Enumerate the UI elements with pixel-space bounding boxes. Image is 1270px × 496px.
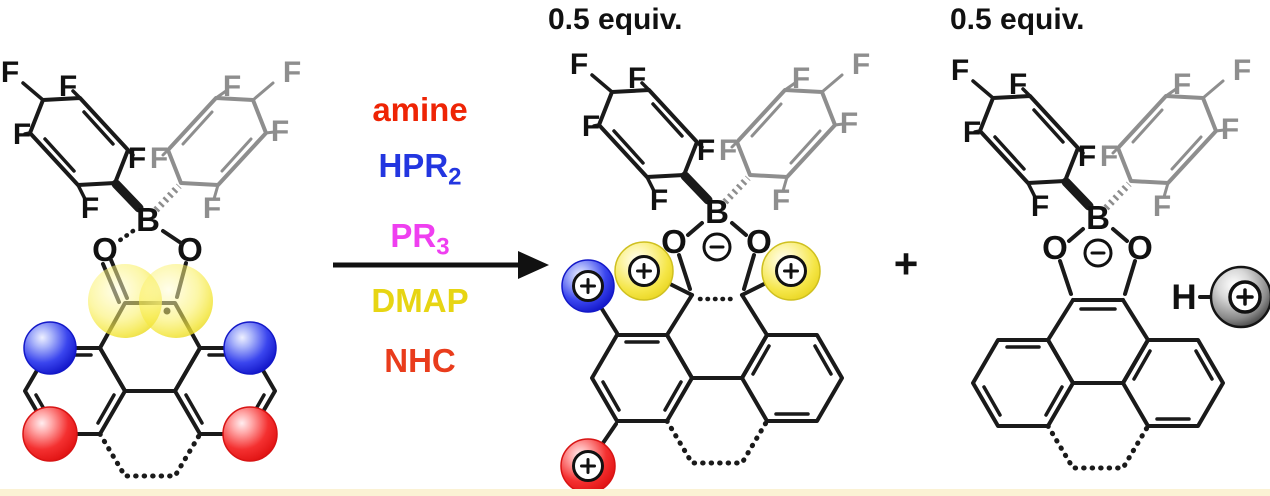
boron-label: B — [136, 201, 160, 238]
fluorine-label: F — [13, 118, 31, 151]
fluorine-label: F — [650, 184, 668, 217]
borate-ring-bonds — [677, 221, 756, 291]
product-2-equiv-label: 0.5 equiv. — [950, 3, 1085, 36]
red-cation-circle — [560, 438, 616, 494]
protonated-base-group: H — [1171, 265, 1270, 329]
blue-cation-circle — [561, 259, 615, 313]
fluorine-label: F — [570, 48, 588, 81]
yellow-highlight-circle — [88, 264, 162, 338]
dashed-partial-ring — [1045, 423, 1151, 471]
pentafluorophenyl-back-ring: F F F F F — [150, 56, 301, 225]
boron-label: B — [705, 193, 729, 230]
fluorine-label: F — [951, 54, 969, 87]
minus-charge-icon — [702, 232, 732, 262]
fluorine-label: F — [128, 142, 146, 175]
left-aromatic-ring — [590, 333, 694, 423]
diaryl-borane-group: F F F F F F F F F F — [1, 56, 301, 268]
pentafluorophenyl-back-ring: F F F F F — [1100, 54, 1251, 223]
fluorine-label: F — [719, 134, 737, 167]
fluorine-label: F — [271, 115, 289, 148]
right-aromatic-ring — [1121, 338, 1225, 428]
oxygen-label: O — [1042, 229, 1068, 266]
minus-charge-icon — [1083, 238, 1113, 268]
reagent-label-dmap: DMAP — [371, 282, 469, 319]
pentafluorophenyl-front-ring: F F F F F — [1, 56, 146, 225]
reactant-structure: F F F F F F F F F F — [1, 56, 301, 479]
dashed-partial-ring — [97, 431, 203, 479]
fluorine-label: F — [1009, 68, 1027, 101]
oxygen-label: O — [177, 231, 203, 268]
fluorine-label: F — [59, 70, 77, 103]
fluorine-label: F — [852, 48, 870, 81]
fluorine-label: F — [628, 62, 646, 95]
yellow-highlight-circle — [139, 264, 213, 338]
fluorine-label: F — [1173, 68, 1191, 101]
pentafluorophenyl-front-ring: F F F F F — [951, 54, 1096, 223]
right-aromatic-ring — [740, 333, 844, 423]
dearomatized-skeleton — [590, 281, 844, 466]
dashed-partial-ring — [664, 418, 770, 466]
reagent-label-nhc: NHC — [384, 342, 456, 379]
fluorine-label: F — [582, 110, 600, 143]
blue-highlight-circle — [23, 321, 77, 375]
diaryl-borane-group: F F F F F F F F F F — [570, 48, 870, 260]
reaction-arrow — [333, 251, 549, 279]
reagent-label-hpr2: HPR2 — [378, 147, 462, 191]
plus-separator: + — [893, 240, 919, 287]
fluorine-label: F — [150, 142, 168, 175]
fluorine-label: F — [283, 56, 301, 89]
left-aromatic-ring — [971, 338, 1075, 428]
borate-ring-bonds — [1058, 227, 1137, 296]
fluorine-label: F — [1221, 113, 1239, 146]
fluorine-label: F — [1078, 140, 1096, 173]
product-2-structure: F F F F F F F F F F — [951, 54, 1270, 471]
fluorine-label: F — [1233, 54, 1251, 87]
diaryl-borane-group: F F F F F F F F F F — [951, 54, 1251, 266]
hydrogen-label: H — [1171, 278, 1196, 317]
arrowhead-icon — [518, 251, 549, 279]
product-1-equiv-label: 0.5 equiv. — [548, 3, 683, 36]
product-1-structure: F F F F F F F F F F — [560, 48, 870, 494]
fluorine-label: F — [840, 107, 858, 140]
fluorine-label: F — [1153, 190, 1171, 223]
catecholborate-skeleton — [971, 298, 1225, 471]
reagent-label-amine: amine — [372, 91, 468, 128]
bottom-highlight-band — [0, 489, 1270, 496]
red-highlight-circle — [22, 406, 78, 462]
fluorine-label: F — [772, 184, 790, 217]
pentafluorophenyl-back-ring: F F F F F — [719, 48, 870, 217]
reagent-label-pr3: PR3 — [390, 217, 450, 261]
fluorine-label: F — [223, 70, 241, 103]
red-highlight-circle — [222, 406, 278, 462]
blue-highlight-circle — [223, 321, 277, 375]
fluorine-label: F — [1031, 190, 1049, 223]
oxygen-label: O — [1127, 229, 1153, 266]
plus-charge-icon — [1228, 280, 1262, 314]
yellow-cation-circle — [614, 241, 674, 301]
pentafluorophenyl-front-ring: F F F F F — [570, 48, 715, 217]
boron-label: B — [1086, 199, 1110, 236]
fluorine-label: F — [81, 192, 99, 225]
fluorine-label: F — [1, 56, 19, 89]
fluorine-label: F — [792, 62, 810, 95]
fluorine-label: F — [697, 134, 715, 167]
yellow-cation-circle — [761, 241, 821, 301]
fluorine-label: F — [963, 116, 981, 149]
fluorine-label: F — [203, 192, 221, 225]
fluorine-label: F — [1100, 140, 1118, 173]
